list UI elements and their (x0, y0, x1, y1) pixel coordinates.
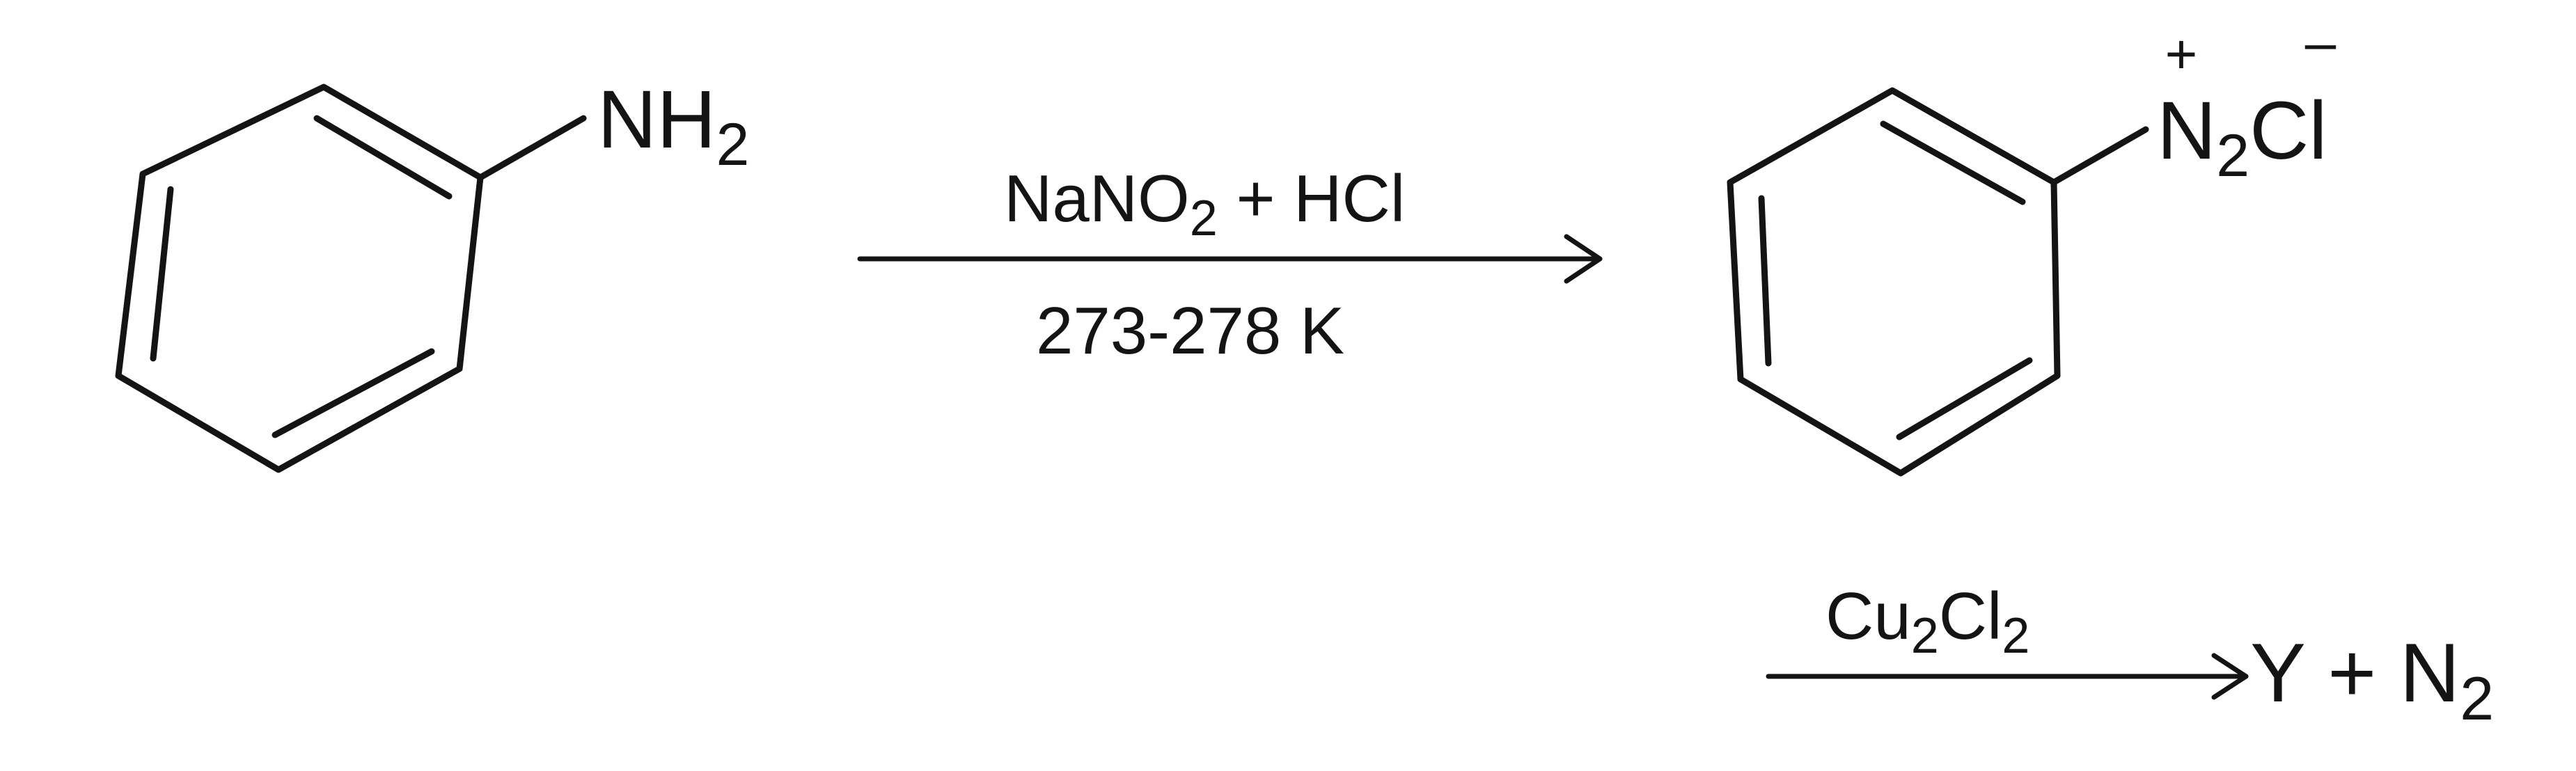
step1-arrow-group: NaNO2 + HCl 273-278 K (857, 161, 1603, 368)
step2-arrow-group: Cu2Cl2 (1766, 579, 2249, 700)
inner-double-bond-left (1758, 195, 1772, 367)
inner-double-bond-bottom (272, 348, 435, 438)
step2-reagent-label: Cu2Cl2 (1825, 579, 2029, 664)
step2-arrow-head (2211, 653, 2249, 700)
benzene-ring-right (1727, 87, 2061, 477)
step1-condition-label: 273-278 K (1036, 294, 1344, 368)
benzene-ring-left (115, 84, 484, 473)
reactant-aniline: NH2 (115, 74, 749, 473)
minus-charge: – (2305, 11, 2337, 73)
ring-outline (115, 84, 484, 473)
inner-double-bond-left (150, 186, 174, 362)
step1-arrow-head (1564, 234, 1603, 284)
inner-double-bond-top (313, 115, 453, 200)
amine-group-label: NH2 (597, 74, 749, 178)
c-n-bond-left (477, 115, 587, 181)
diazonium-group-label: N2Cl (2157, 85, 2327, 189)
inner-double-bond-bottom (1896, 357, 2033, 440)
c-n-bond-right (2050, 126, 2149, 186)
step1-reagents-label: NaNO2 + HCl (1004, 161, 1405, 246)
products-label: Y + N2 (2250, 626, 2494, 733)
plus-charge: + (2165, 23, 2198, 85)
ring-outline (1727, 87, 2061, 477)
inner-double-bond-top (1880, 120, 2026, 205)
intermediate-diazonium: + – N2Cl (1727, 11, 2337, 477)
